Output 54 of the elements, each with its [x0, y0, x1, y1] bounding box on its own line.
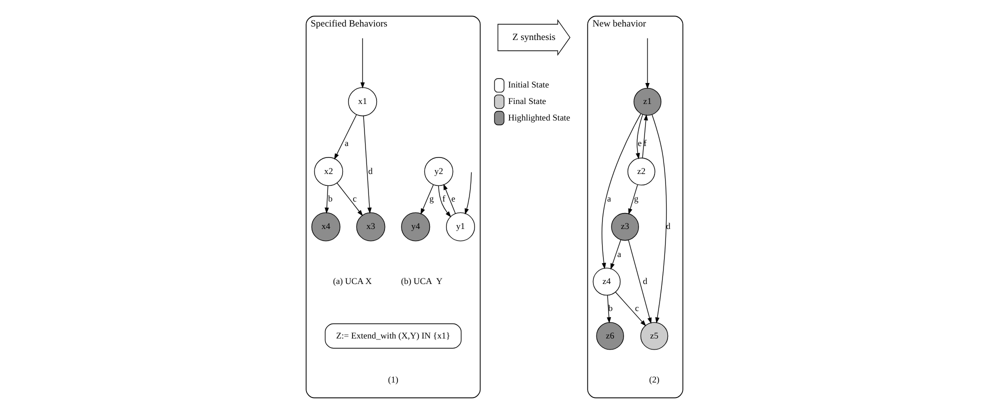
legend-label: Final State [508, 96, 546, 106]
arrow [628, 240, 652, 324]
edge-label: a [344, 138, 348, 148]
node-box: Z:= Extend_with (X,Y) IN {x1} [324, 323, 462, 349]
node-circle: x3 [356, 212, 385, 242]
edge-label: b [608, 303, 612, 314]
arrow [324, 185, 328, 214]
arrow [628, 184, 638, 215]
edge-label: d [642, 276, 647, 286]
arrow [644, 38, 650, 90]
arrow [601, 113, 641, 270]
node-circle: y2 [424, 157, 453, 186]
arrow [442, 184, 456, 214]
legend-label: Initial State [508, 80, 549, 90]
node-circle: y4 [400, 212, 430, 242]
edge-label: e [450, 193, 455, 204]
node-circle: x4 [310, 212, 340, 242]
edge-label: c [352, 193, 356, 204]
arrow [610, 240, 621, 270]
arrow [614, 292, 646, 326]
arrow [362, 116, 372, 214]
legend-label: Highlighted State [508, 112, 570, 122]
node-label: (2) [648, 374, 659, 384]
edge-label: b [328, 193, 332, 204]
node-circle: z6 [596, 322, 624, 350]
node-circle: x2 [314, 157, 343, 186]
edge-label: e [637, 138, 642, 148]
edge-label: d [368, 166, 372, 176]
arrow [635, 114, 643, 160]
edge-label: c [634, 303, 638, 314]
edge-label: a [616, 248, 621, 259]
arrow [642, 114, 648, 158]
arrow [651, 114, 666, 324]
node-circle: z5 [640, 322, 668, 350]
node-circle: x1 [348, 87, 377, 116]
edge-label: g [634, 193, 638, 204]
edge-label: f [442, 193, 445, 204]
arrow [438, 185, 451, 218]
node-label: (1) [388, 374, 398, 384]
node-circle: z4 [592, 268, 620, 296]
node-circle: z2 [626, 158, 655, 186]
node-circle: z1 [633, 88, 661, 116]
edge-label: f [643, 138, 646, 148]
arrow [464, 172, 472, 215]
node-circle: z3 [610, 212, 638, 241]
edge-label: g [428, 193, 434, 204]
arrow [334, 114, 356, 160]
arrow [336, 182, 362, 216]
arrow [606, 295, 611, 324]
edge-label: a [606, 193, 611, 204]
label: (b) UCA Y [400, 276, 442, 286]
arrow [420, 184, 434, 215]
label: (a) UCA X [332, 276, 372, 286]
arrow [360, 38, 364, 88]
